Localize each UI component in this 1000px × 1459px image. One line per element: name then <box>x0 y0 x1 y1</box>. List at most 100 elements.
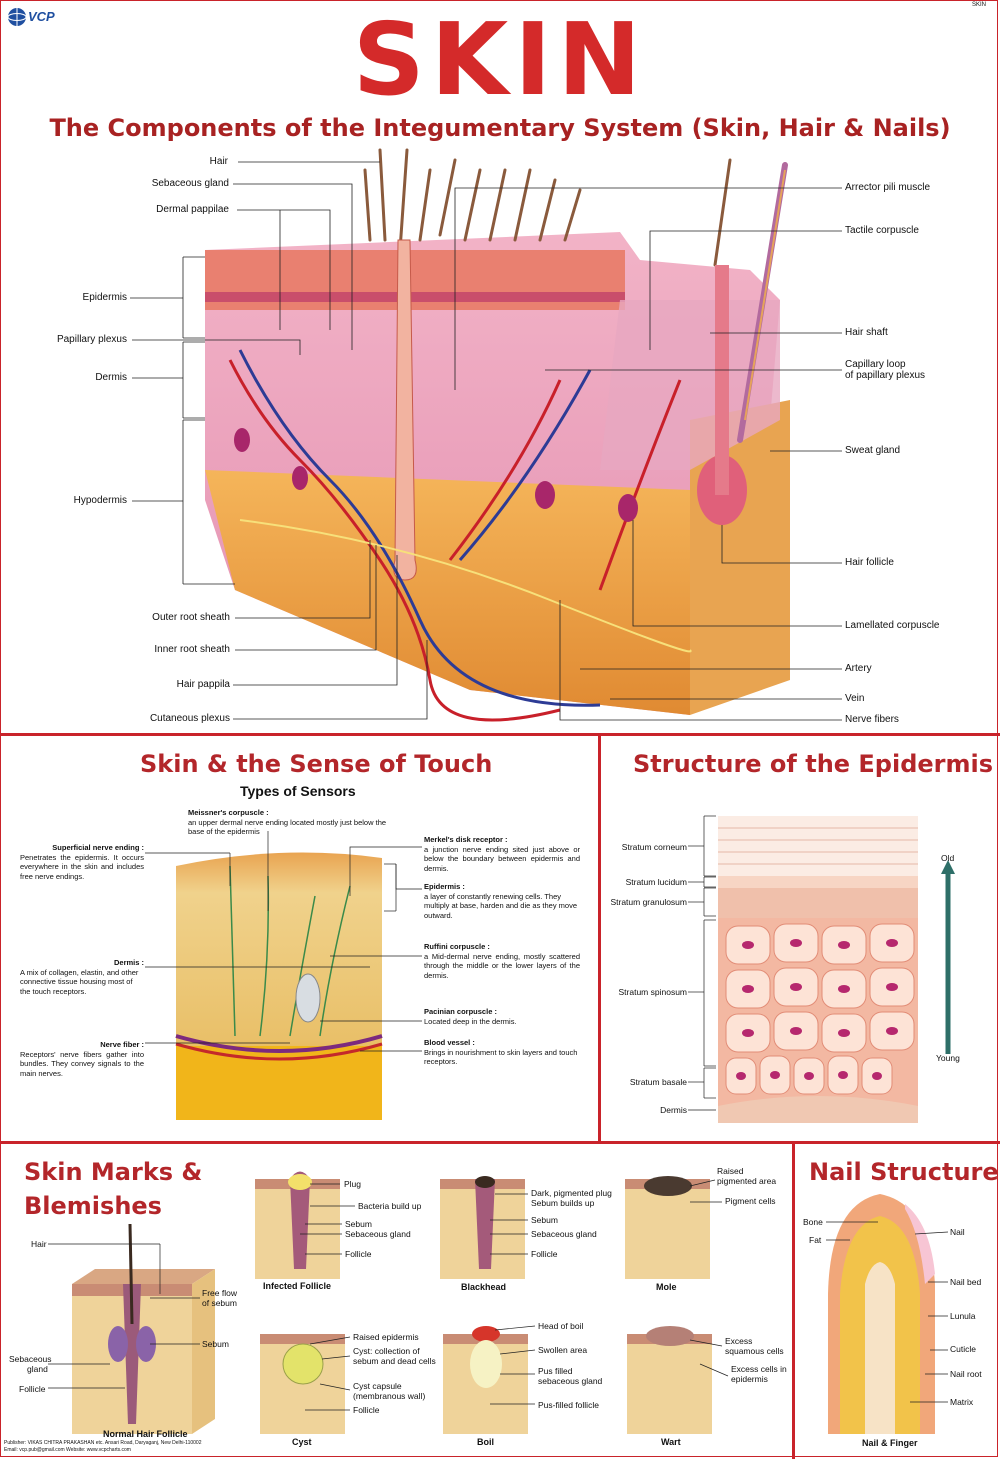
label-nail: Nail <box>950 1227 965 1237</box>
wart-block <box>627 1326 712 1434</box>
logo: VCP <box>6 6 78 28</box>
divider-bottom <box>0 1141 1000 1144</box>
caption-cyst: Cyst <box>292 1437 312 1447</box>
touch-title: Skin & the Sense of Touch <box>140 750 493 778</box>
logo-text: VCP <box>28 9 55 24</box>
page-title: SKIN <box>352 1 648 118</box>
epidermis-title: Structure of the Epidermis <box>633 750 994 778</box>
skin-block-diagram <box>130 148 842 722</box>
label-infected-gland: Sebaceous gland <box>345 1229 411 1239</box>
label-cuticle: Cuticle <box>950 1344 976 1354</box>
label-normal-hair: Hair <box>31 1239 47 1249</box>
label-nail-root: Nail root <box>950 1369 982 1379</box>
label-cyst-capsule-2: (membranous wall) <box>353 1391 426 1401</box>
label-old: Old <box>941 853 955 863</box>
marks-title-line1: Skin Marks & <box>24 1158 203 1186</box>
blemish-leader-lines <box>48 1179 949 1411</box>
label-plug: Plug <box>344 1179 362 1189</box>
desc-ruffini: Ruffini corpuscle :a Mid-dermal nerve en… <box>424 942 580 980</box>
label-head-of-boil: Head of boil <box>538 1321 584 1331</box>
label-stratum-granulosum: Stratum granulosum <box>610 897 687 907</box>
label-infected-follicle: Follicle <box>345 1249 372 1259</box>
desc-merkel: Merkel's disk receptor :a junction nerve… <box>424 835 580 873</box>
label-sweat-gland: Sweat gland <box>845 445 901 456</box>
label-bone: Bone <box>803 1217 823 1227</box>
label-dermis-epi: Dermis <box>660 1105 687 1115</box>
label-blackhead-sebum: Sebum <box>531 1215 558 1225</box>
label-capillary-loop: Capillary loop <box>845 359 906 370</box>
label-stratum-corneum: Stratum corneum <box>621 842 687 852</box>
label-hair-follicle: Hair follicle <box>845 557 894 568</box>
hair-shafts <box>363 148 732 267</box>
label-pigmented-area: pigmented area <box>717 1176 777 1186</box>
label-normal-sebum: Sebum <box>202 1339 229 1349</box>
label-normal-sebaceous: Sebaceous <box>9 1354 52 1364</box>
marks-title-line2: Blemishes <box>24 1192 162 1220</box>
label-raised: Raised <box>717 1166 744 1176</box>
label-fat: Fat <box>809 1235 822 1245</box>
label-bacteria: Bacteria build up <box>358 1201 422 1211</box>
label-cyst-follicle: Follicle <box>353 1405 380 1415</box>
caption-blackhead: Blackhead <box>461 1282 507 1292</box>
publisher-line-2: Email: vcp.pub@gmail.com Website: www.vc… <box>4 1447 131 1453</box>
corpuscles <box>234 428 638 522</box>
label-sebum-builds: Sebum builds up <box>531 1198 595 1208</box>
divider-middle <box>598 736 601 1142</box>
label-normal-follicle: Follicle <box>19 1384 46 1394</box>
epidermis-diagram <box>688 815 955 1123</box>
label-hypodermis: Hypodermis <box>73 495 127 506</box>
desc-superficial: Superficial nerve ending :Penetrates the… <box>20 843 144 881</box>
caption-boil: Boil <box>477 1437 494 1447</box>
normal-follicle-block <box>72 1223 215 1434</box>
label-free-flow-2: of sebum <box>202 1298 237 1308</box>
label-blackhead-gland: Sebaceous gland <box>531 1229 597 1239</box>
cyst-block <box>260 1334 345 1434</box>
label-pus-gland: sebaceous gland <box>538 1376 603 1386</box>
label-artery: Artery <box>845 663 872 674</box>
label-pigment-cells: Pigment cells <box>725 1196 776 1206</box>
label-cyst-collection-2: sebum and dead cells <box>353 1356 436 1366</box>
label-lunula: Lunula <box>950 1311 976 1321</box>
boil-block <box>443 1326 528 1434</box>
label-lamellated-corpuscle: Lamellated corpuscle <box>845 620 940 631</box>
label-stratum-lucidum: Stratum lucidum <box>625 877 687 887</box>
desc-epidermis: Epidermis :a layer of constantly renewin… <box>424 882 578 920</box>
label-excess-cells: Excess cells in <box>731 1364 787 1374</box>
label-dermis: Dermis <box>95 372 127 383</box>
page-subtitle: The Components of the Integumentary Syst… <box>49 114 951 142</box>
leader-lines <box>130 161 842 721</box>
label-hair-shaft: Hair shaft <box>845 327 888 338</box>
divider-nail <box>792 1144 795 1459</box>
label-young: Young <box>936 1053 960 1063</box>
nail-finger-drawing <box>828 1194 935 1434</box>
label-epidermis: Epidermis <box>82 292 127 303</box>
touch-subtitle: Types of Sensors <box>240 783 356 799</box>
label-normal-gland: gland <box>27 1364 48 1374</box>
desc-meissner: Meissner's corpuscle :an upper dermal ne… <box>188 808 387 836</box>
caption-nail-finger: Nail & Finger <box>862 1438 918 1448</box>
publisher-line: Publisher: VIKAS CHITRA PRAKASHAN etc. A… <box>4 1440 202 1446</box>
caption-infected: Infected Follicle <box>263 1281 332 1291</box>
label-blackhead-follicle: Follicle <box>531 1249 558 1259</box>
caption-wart: Wart <box>661 1437 681 1447</box>
caption-mole: Mole <box>656 1282 677 1292</box>
desc-dermis: Dermis :A mix of collagen, elastin, and … <box>20 958 144 996</box>
label-excess: Excess <box>725 1336 753 1346</box>
label-tactile-corpuscle: Tactile corpuscle <box>845 225 919 236</box>
touch-diagram <box>145 831 422 1120</box>
label-nerve-fibers: Nerve fibers <box>845 714 899 725</box>
label-free-flow: Free flow <box>202 1288 237 1298</box>
label-inner-root-sheath: Inner root sheath <box>154 644 230 655</box>
nail-title: Nail Structure <box>809 1158 999 1186</box>
desc-pacinian: Pacinian corpuscle :Located deep in the … <box>424 1007 517 1026</box>
blemish-diagrams <box>48 1171 949 1434</box>
label-vein: Vein <box>845 693 865 704</box>
label-stratum-spinosum: Stratum spinosum <box>618 987 688 997</box>
label-epidermis-wart: epidermis <box>731 1374 768 1384</box>
epidermis-brackets <box>688 815 716 1111</box>
label-raised-epidermis: Raised epidermis <box>353 1332 419 1342</box>
blood-vessels <box>228 349 682 722</box>
label-squamous: squamous cells <box>725 1346 784 1356</box>
label-swollen-area: Swollen area <box>538 1345 588 1355</box>
